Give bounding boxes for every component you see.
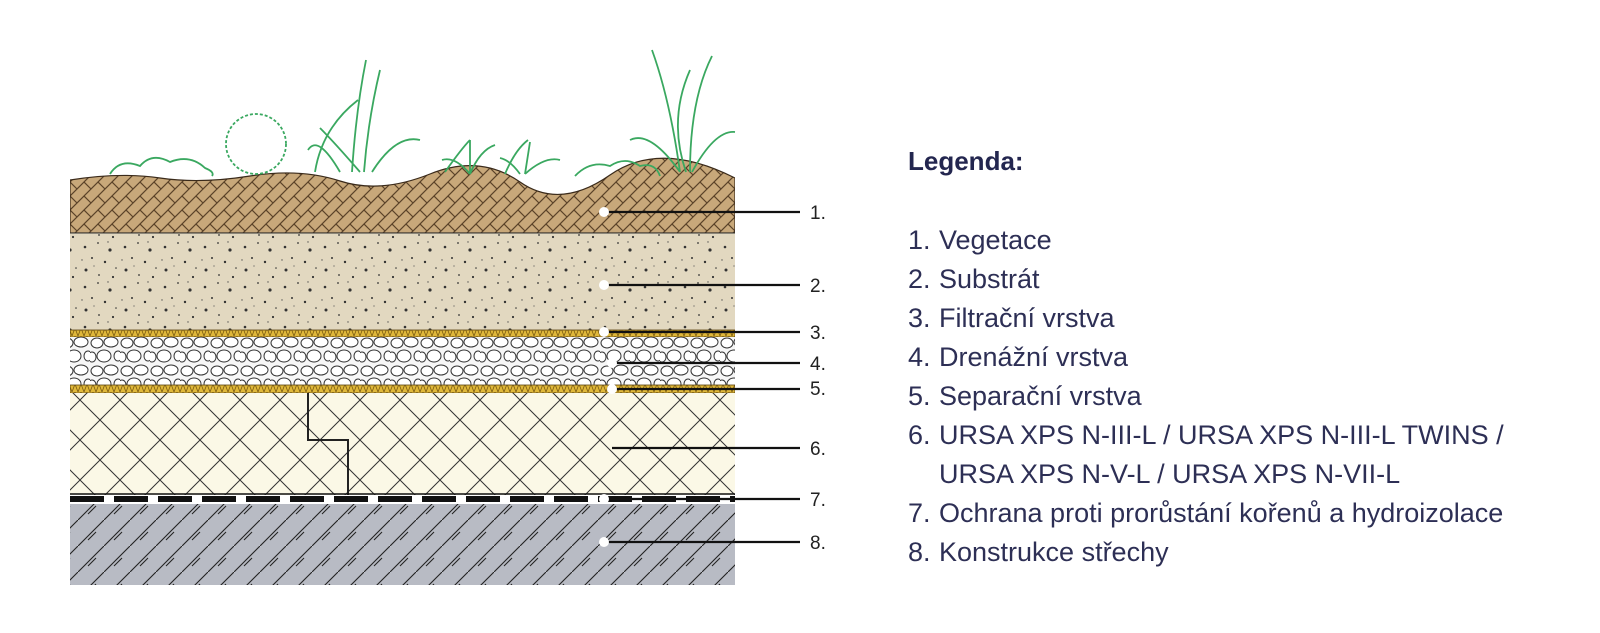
callout-label-1: 1. [810, 203, 826, 224]
legend-item: 6. URSA XPS N-III-L / URSA XPS N-III-L TW… [908, 416, 1504, 494]
legend-item: 1. Vegetace [908, 221, 1504, 260]
legend-item-number: 5. [908, 381, 931, 411]
callout-label-6: 6. [810, 439, 826, 460]
callout-label-3: 3. [810, 323, 826, 344]
legend-item-number: 1. [908, 225, 931, 255]
callout-label-5: 5. [810, 379, 826, 400]
layer-vegetation [70, 157, 735, 234]
legend-item-text: Substrát [939, 264, 1040, 294]
legend-title: Legenda: [908, 146, 1024, 176]
callout-label-2: 2. [810, 276, 826, 297]
legend-item-number: 6. [908, 420, 931, 450]
legend-item-number: 7. [908, 498, 931, 528]
legend-item: 3. Filtrační vrstva [908, 299, 1504, 338]
legend-item: 2. Substrát [908, 260, 1504, 299]
green-roof-cross-section-diagram: 1. 2. 3. 4. 5. 6. 7. 8. [70, 49, 826, 585]
layer-insulation [70, 393, 735, 495]
legend-item-text: Vegetace [939, 225, 1052, 255]
callout-label-7: 7. [810, 490, 826, 511]
legend-item: 8. Konstrukce střechy [908, 533, 1504, 572]
legend-item-text: Drenážní vrstva [939, 342, 1129, 372]
legend-item-number: 4. [908, 342, 931, 372]
plants-illustration [109, 49, 736, 177]
legend-item: 5. Separační vrstva [908, 377, 1504, 416]
legend-item-number: 2. [908, 264, 931, 294]
callout-leaders [599, 207, 800, 547]
callout-label-4: 4. [810, 354, 826, 375]
legend-panel: Legenda: 1. Vegetace 2. Substrát 3. Filtrač… [908, 146, 1504, 572]
legend-item: 4. Drenážní vrstva [908, 338, 1504, 377]
layer-substrate [70, 233, 735, 330]
legend-item-text: Konstrukce střechy [939, 537, 1169, 567]
legend-item-text: URSA XPS N-III-L / URSA XPS N-III-L TWIN… [939, 420, 1504, 489]
legend-item-text: Ochrana proti prorůstání kořenů a hydroi… [939, 498, 1504, 528]
callout-label-8: 8. [810, 533, 826, 554]
legend-item-number: 8. [908, 537, 931, 567]
layer-roof-structure [70, 504, 735, 585]
legend-item: 7. Ochrana proti prorůstání kořenů a hydr… [908, 494, 1504, 533]
layer-drainage [70, 337, 735, 385]
insulation-joint-line [307, 393, 349, 495]
legend-list: 1. Vegetace 2. Substrát 3. Filtrační vrstva… [908, 221, 1504, 572]
legend-item-text: Separační vrstva [939, 381, 1142, 411]
legend-item-number: 3. [908, 303, 931, 333]
legend-item-text: Filtrační vrstva [939, 303, 1115, 333]
